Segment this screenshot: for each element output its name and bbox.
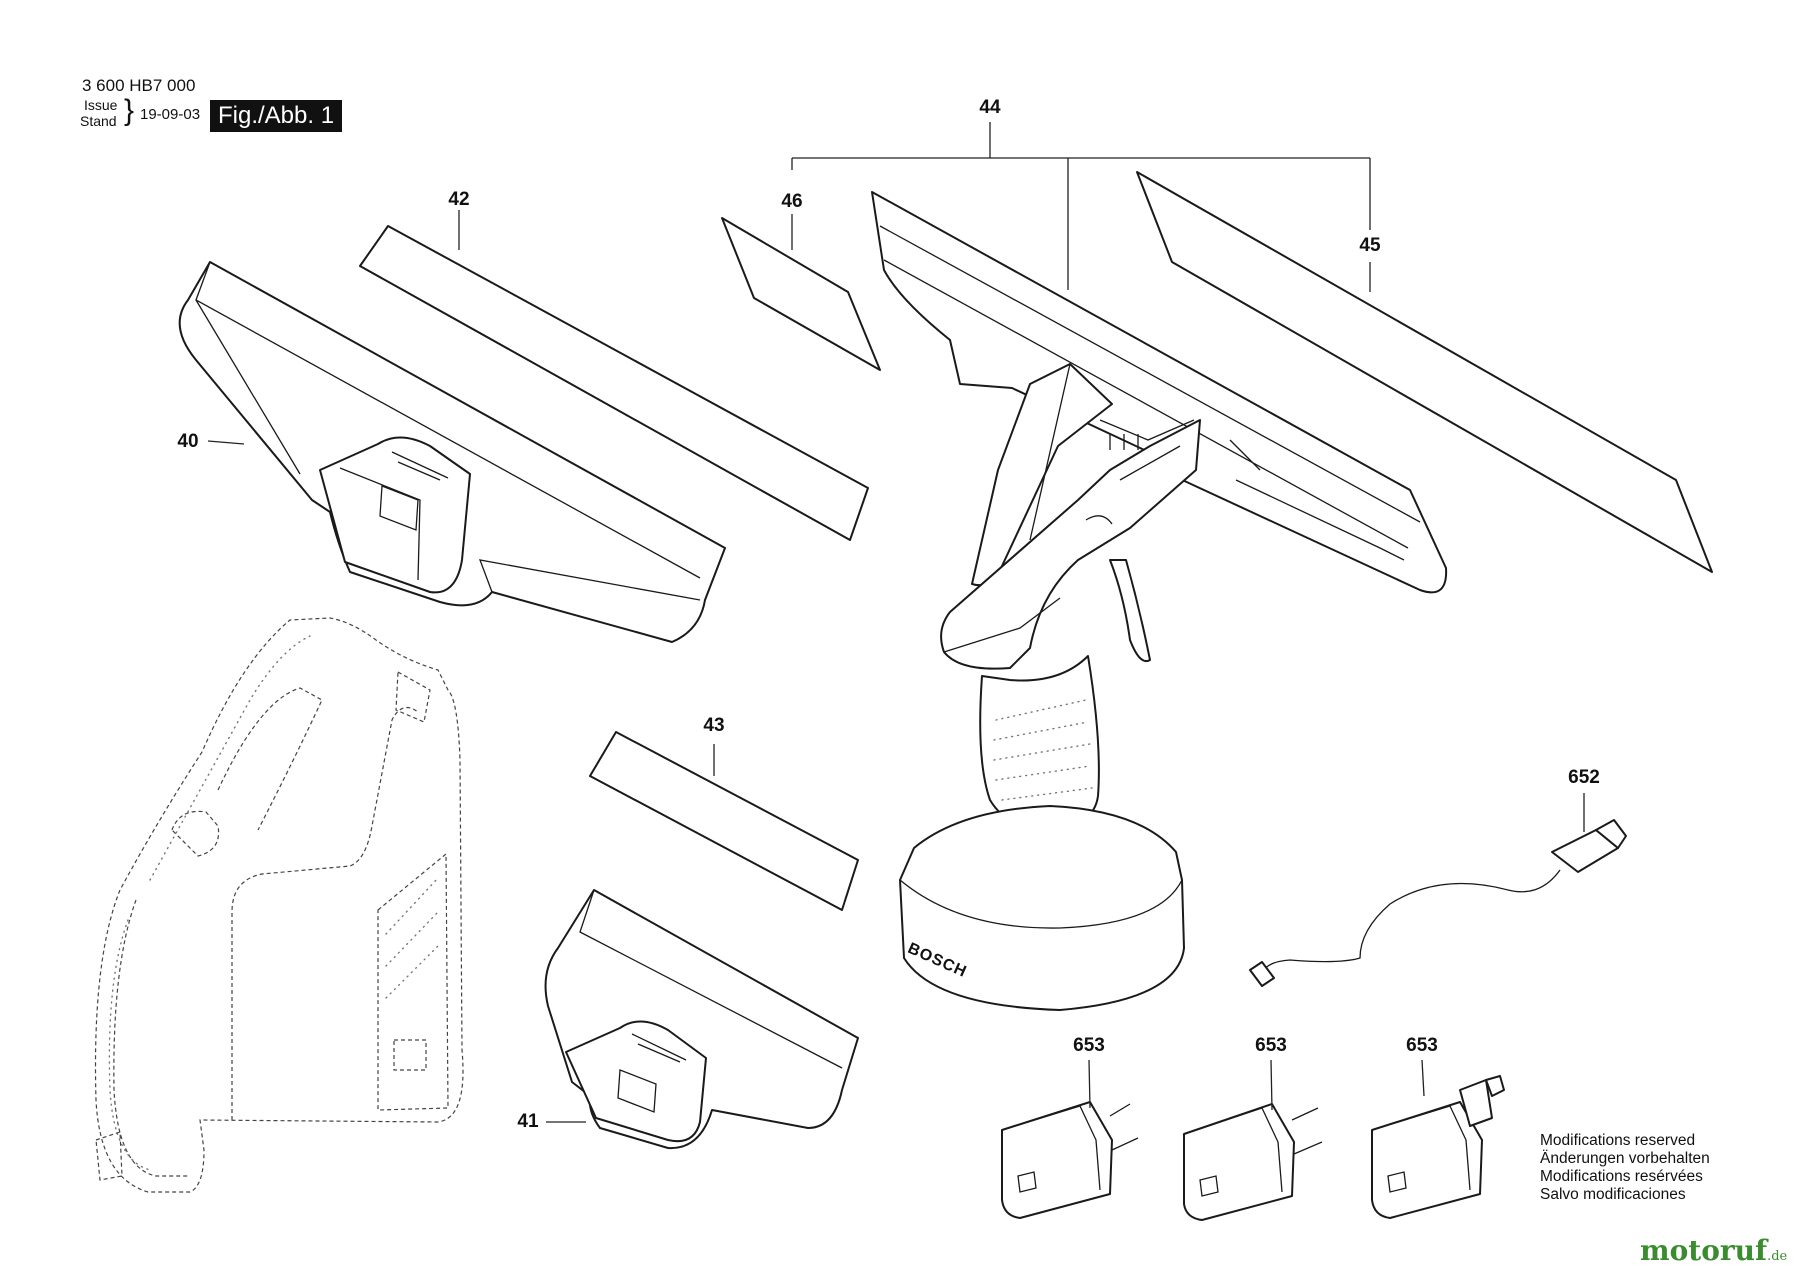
modifications-line-en: Modifications reserved bbox=[1540, 1132, 1696, 1149]
figure-label: Fig./Abb. 1 bbox=[210, 100, 343, 132]
part-41-nozzle bbox=[544, 889, 859, 1150]
issue-date: 19-09-03 bbox=[140, 106, 201, 123]
callout-652: 652 bbox=[1568, 767, 1600, 788]
part-653-charger-3 bbox=[1371, 1075, 1505, 1219]
part-44-handheld-assembly bbox=[871, 191, 1448, 1011]
callout-44: 44 bbox=[979, 97, 1001, 118]
watermark-logo: motoruf.de bbox=[1640, 1234, 1787, 1267]
part-652-cable bbox=[1249, 819, 1627, 987]
modifications-line-fr: Modifications resérvées bbox=[1540, 1168, 1703, 1185]
brace-glyph: } bbox=[124, 94, 135, 127]
issue-label: Issue bbox=[84, 97, 118, 113]
callout-41: 41 bbox=[517, 1111, 539, 1132]
part-45-large-pad bbox=[1136, 171, 1713, 573]
callout-653-middle: 653 bbox=[1255, 1035, 1287, 1056]
callout-46: 46 bbox=[781, 191, 803, 212]
vacuum-body bbox=[94, 617, 464, 1193]
modifications-line-es: Salvo modificaciones bbox=[1540, 1186, 1686, 1203]
part-40-nozzle bbox=[178, 261, 726, 643]
callout-40: 40 bbox=[177, 431, 199, 452]
part-number: 3 600 HB7 000 bbox=[82, 76, 196, 95]
callout-45: 45 bbox=[1359, 235, 1381, 256]
modifications-line-de: Änderungen vorbehalten bbox=[1540, 1150, 1710, 1167]
stand-label: Stand bbox=[80, 113, 117, 129]
part-653-charger-1 bbox=[1001, 1101, 1139, 1219]
part-46-pad bbox=[721, 217, 881, 371]
part-653-charger-2 bbox=[1183, 1103, 1323, 1221]
part-42-blade-strip bbox=[359, 225, 869, 541]
callout-42: 42 bbox=[448, 189, 470, 210]
watermark-name: motoruf bbox=[1640, 1234, 1768, 1267]
leader-lines bbox=[207, 122, 1585, 1123]
callout-653-right: 653 bbox=[1406, 1035, 1438, 1056]
part-43-blade-strip bbox=[589, 731, 859, 911]
callout-653-left: 653 bbox=[1073, 1035, 1105, 1056]
modifications-notice: Modifications reserved Änderungen vorbeh… bbox=[1540, 1132, 1710, 1204]
callout-43: 43 bbox=[703, 715, 725, 736]
watermark-tld: .de bbox=[1767, 1249, 1788, 1264]
